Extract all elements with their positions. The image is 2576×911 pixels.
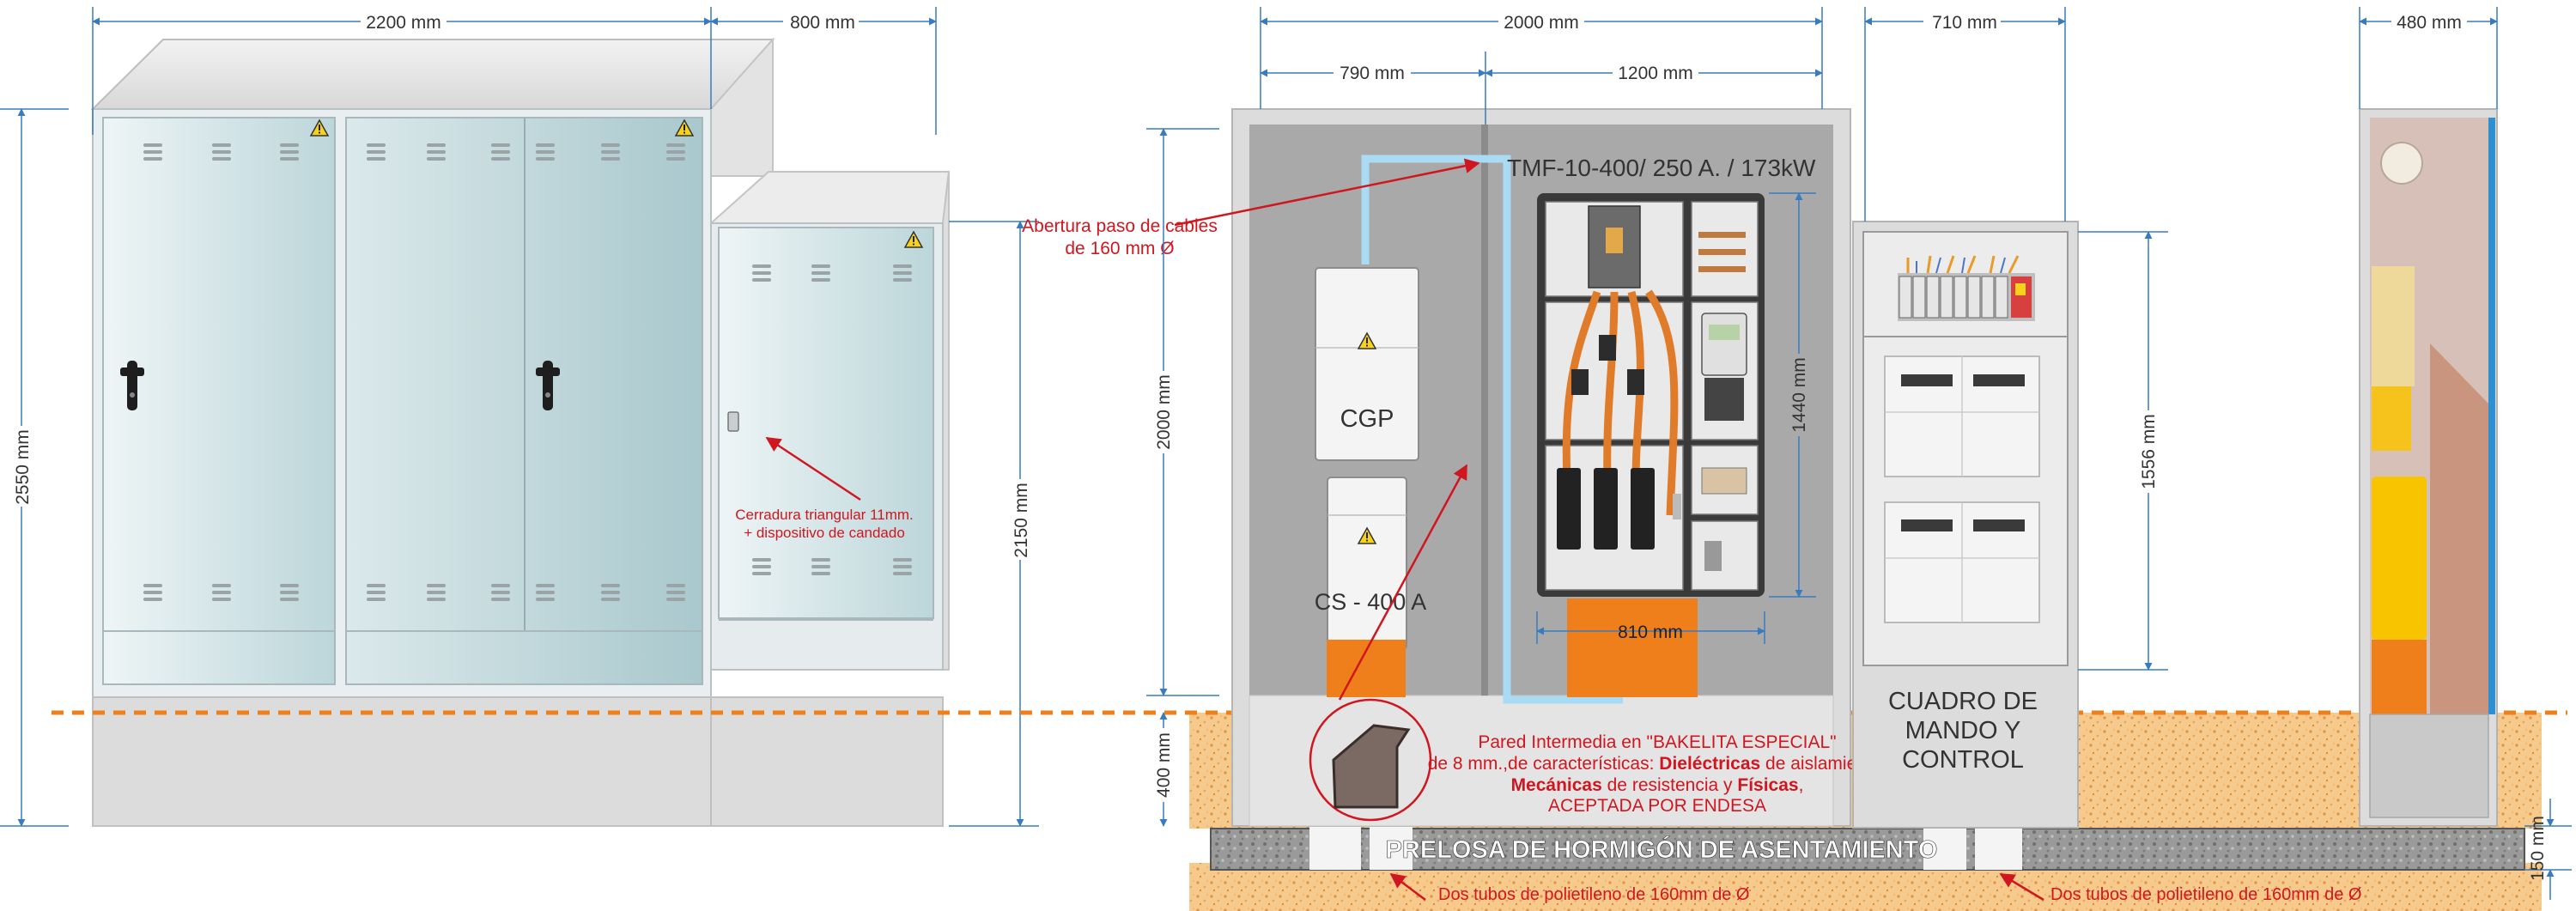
cs-box: [1327, 477, 1407, 650]
tubes-note-right: Dos tubos de polietileno de 160mm de Ø: [2050, 885, 2361, 904]
fuse: [1631, 468, 1655, 550]
dimension-inner-width: 2000 mm: [1504, 13, 1579, 33]
control-label: MANDO Y: [1905, 717, 2021, 744]
dimension-left-compartment: 790 mm: [1340, 64, 1405, 83]
lock-handle-icon: [536, 361, 560, 410]
wall-note: ACEPTADA POR ENDESA: [1548, 796, 1766, 816]
lock-handle-icon: [120, 361, 144, 410]
control-label: CUADRO DE: [1888, 688, 2038, 715]
opening-note: de 160 mm Ø: [1065, 239, 1174, 258]
cs-label: CS - 400 A: [1315, 589, 1427, 615]
control-cabinet: CUADRO DE MANDO Y CONTROL 710 mm 1556 mm: [1852, 7, 2168, 829]
wall-note: de 8 mm.,de características: Dieléctrica…: [1428, 754, 1887, 774]
dimension-side-height: 2150 mm: [1012, 483, 1031, 558]
dimension-section-width: 480 mm: [2397, 13, 2462, 33]
slab-label: PRELOSA DE HORMIGÓN DE ASENTAMIENTO: [1386, 835, 1938, 864]
dimension-right-compartment: 1200 mm: [1618, 64, 1693, 83]
wall-note: Pared Intermedia en "BAKELITA ESPECIAL": [1478, 732, 1836, 752]
dimension-control-width: 710 mm: [1932, 13, 1997, 33]
section-view: 480 mm 150 mm: [2359, 7, 2572, 900]
lock-note: + dispositivo de candado: [744, 525, 905, 541]
control-label: CONTROL: [1902, 746, 2024, 774]
opening-note: Abertura paso de cables: [1022, 216, 1218, 236]
tmf-title: TMF-10-400/ 250 A. / 173kW: [1507, 155, 1816, 181]
dimension-panel-width: 810 mm: [1618, 623, 1683, 642]
exterior-view: Cerradura triangular 11mm. + dispositivo…: [0, 7, 1039, 827]
concrete-slab: [1210, 828, 2525, 871]
fuse: [1557, 468, 1581, 550]
wall-note: Mecánicas de resistencia y Físicas,: [1511, 775, 1804, 795]
fuse: [1594, 468, 1618, 550]
cgp-label: CGP: [1340, 405, 1394, 433]
dimension-inner-height: 2000 mm: [1154, 374, 1174, 450]
dimension-panel-height: 1440 mm: [1789, 357, 1809, 433]
energy-meter: [1701, 313, 1747, 376]
dimension-control-height: 1556 mm: [2139, 414, 2159, 489]
dimension-total-width: 2200 mm: [366, 13, 441, 33]
interior-view: CGP CS - 400 A: [1022, 7, 1887, 827]
triangular-lock: [727, 411, 739, 432]
tubes-note-left: Dos tubos de polietileno de 160mm de Ø: [1438, 885, 1749, 904]
cgp-box: [1315, 267, 1419, 461]
dimension-base-height: 400 mm: [1154, 732, 1174, 798]
lock-note: Cerradura triangular 11mm.: [735, 507, 914, 523]
dimension-slab-height: 150 mm: [2528, 816, 2548, 881]
dimension-total-height: 2550 mm: [13, 429, 33, 505]
dimension-side-width: 800 mm: [790, 13, 855, 33]
